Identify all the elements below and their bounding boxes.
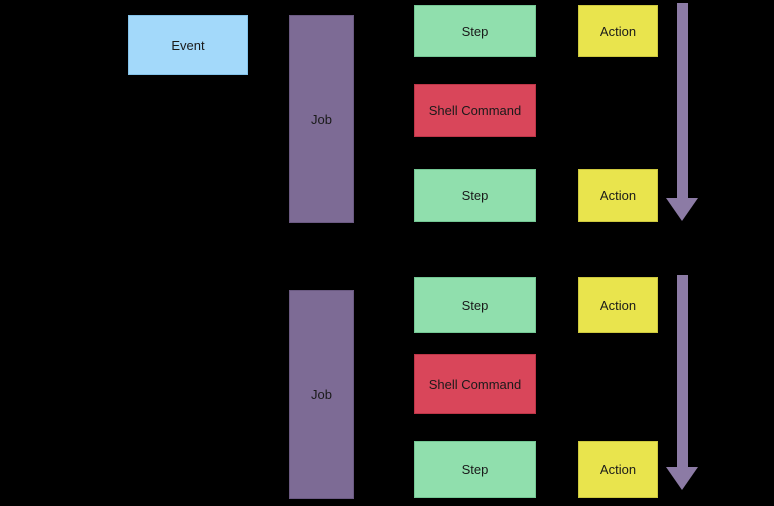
arrow-head-icon: [666, 198, 698, 221]
step-node: Step: [414, 5, 536, 57]
job-node: Job: [289, 290, 354, 499]
flow-down-arrow: [666, 275, 698, 490]
arrow-shaft: [676, 275, 688, 467]
action-node: Action: [578, 441, 658, 498]
action-node: Action: [578, 169, 658, 222]
step-node: Step: [414, 277, 536, 333]
event-node: Event: [128, 15, 248, 75]
arrow-shaft: [676, 3, 688, 198]
action-node: Action: [578, 5, 658, 57]
flow-down-arrow: [666, 3, 698, 221]
job-node: Job: [289, 15, 354, 223]
action-node: Action: [578, 277, 658, 333]
step-node: Step: [414, 441, 536, 498]
arrow-head-icon: [666, 467, 698, 490]
shell-command-node: Shell Command: [414, 84, 536, 137]
step-node: Step: [414, 169, 536, 222]
shell-command-node: Shell Command: [414, 354, 536, 414]
